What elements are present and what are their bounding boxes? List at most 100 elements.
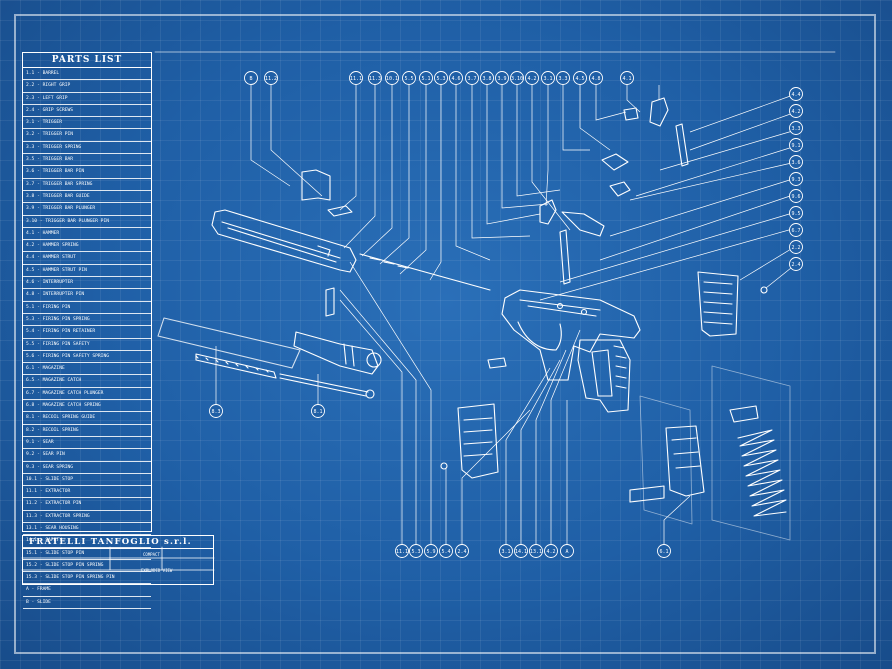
slide-part xyxy=(211,209,357,273)
magazine-floor-part xyxy=(629,485,665,503)
parts-list-item: 15.3 - SLIDE STOP PIN SPRING PIN xyxy=(23,572,151,585)
callout-bottom: 4.2 xyxy=(544,544,558,558)
callout-circle xyxy=(789,257,803,271)
callout-label: 6.7 xyxy=(791,228,800,234)
callout-circle xyxy=(789,206,803,220)
callout-top: 5.5 xyxy=(402,71,416,85)
magazine-spring-part xyxy=(737,429,787,517)
callout-circle xyxy=(349,71,363,85)
callout-right: 3.3 xyxy=(789,121,803,135)
callout-bottom: 5.9 xyxy=(424,544,438,558)
callout-label: 14.1 xyxy=(515,549,527,555)
callout-label: 2.2 xyxy=(791,245,800,251)
callout-circle xyxy=(525,71,539,85)
callout-bottom: 5.3 xyxy=(409,544,423,558)
callout-circle xyxy=(789,104,803,118)
parts-list-item: 3.8 - TRIGGER BAR GUIDE xyxy=(23,191,151,204)
magazine-part xyxy=(665,425,705,497)
callout-right: 9.6 xyxy=(789,189,803,203)
callout-right: 9.3 xyxy=(789,172,803,186)
callout-circle xyxy=(244,71,258,85)
callout-top: 3.1 xyxy=(541,71,555,85)
callout-circle xyxy=(589,71,603,85)
callout-label: 4.1 xyxy=(622,76,631,82)
callout-top: 10.1 xyxy=(385,71,399,85)
callout-circle xyxy=(544,544,558,558)
parts-list-item: 4.8 - INTERRUPTER PIN xyxy=(23,289,151,302)
callout-bottom: 13.1 xyxy=(529,544,543,558)
callout-label: 2.4 xyxy=(457,549,466,555)
callout-label: 9.1 xyxy=(791,143,800,149)
callout-bottom: 2.4 xyxy=(455,544,469,558)
callout-top: 3.10 xyxy=(510,71,524,85)
firing-pin-part xyxy=(359,253,491,291)
callout-top: 3.3 xyxy=(556,71,570,85)
parts-list-item: 9.3 - SEAR SPRING xyxy=(23,462,151,474)
spring-plane xyxy=(711,365,791,541)
callout-bottom: A xyxy=(560,544,574,558)
extractor-part xyxy=(327,205,353,217)
callout-right: 3.6 xyxy=(789,155,803,169)
frame-part xyxy=(501,289,641,381)
parts-list-item: 9.2 - SEAR PIN xyxy=(23,449,151,462)
callout-circle xyxy=(560,544,574,558)
callout-label: 4.2 xyxy=(546,549,555,555)
callout-label: 3.3 xyxy=(558,76,567,82)
recoil-spring-part xyxy=(157,317,301,369)
parts-list-item: 8.2 - RECOIL SPRING xyxy=(23,425,151,437)
callout-right: 4.4 xyxy=(789,87,803,101)
guide-rod-part xyxy=(279,373,369,397)
parts-list-item: 5.6 - FIRING PIN SAFETY SPRING xyxy=(23,351,151,364)
callout-top: 3.7 xyxy=(465,71,479,85)
callout-label: 3.1 xyxy=(501,549,510,555)
parts-list-item: 3.3 - TRIGGER SPRING xyxy=(23,142,151,155)
callout-label: 8.3 xyxy=(211,409,220,415)
callout-circle xyxy=(620,71,634,85)
callout-bottom: 3.1 xyxy=(499,544,513,558)
callout-bottom: 11.1 xyxy=(395,544,409,558)
callout-circle xyxy=(465,71,479,85)
callout-circle xyxy=(510,71,524,85)
recoil-guide-part xyxy=(195,353,277,379)
parts-list-item: 11.2 - EXTRACTOR PIN xyxy=(23,498,151,511)
sear-spring-part xyxy=(559,229,571,285)
callout-circle xyxy=(789,240,803,254)
parts-list-item: 1.1 - BARREL xyxy=(23,68,151,81)
callout-circle xyxy=(541,71,555,85)
parts-list-item: 14.1 - SAFETY xyxy=(23,535,151,548)
callout-label: 6.1 xyxy=(659,549,668,555)
barrel-part xyxy=(293,331,382,375)
callout-label: 3.9 xyxy=(497,76,506,82)
callout-right: 6.7 xyxy=(789,223,803,237)
callout-circle xyxy=(402,71,416,85)
callout-label: 4.4 xyxy=(791,92,800,98)
callout-label: 4.2 xyxy=(527,76,536,82)
callout-right: 9.1 xyxy=(789,138,803,152)
callout-circle xyxy=(573,71,587,85)
callout-top: 4.6 xyxy=(449,71,463,85)
parts-list-item: 13.1 - SEAR HOUSING xyxy=(23,523,151,536)
callout-circle xyxy=(434,71,448,85)
callout-top: 11.1 xyxy=(349,71,363,85)
callout-circle xyxy=(556,71,570,85)
side-plate-part xyxy=(301,169,331,201)
parts-list-item: 4.4 - HAMMER STRUT xyxy=(23,252,151,265)
callout-circle xyxy=(385,71,399,85)
callout-label: 9.5 xyxy=(791,211,800,217)
parts-list-item: 3.1 - TRIGGER xyxy=(23,117,151,130)
frame-grip-part xyxy=(577,339,631,413)
parts-list-item: 3.7 - TRIGGER BAR SPRING xyxy=(23,179,151,191)
callout-top: 3.9 xyxy=(495,71,509,85)
right-grip-part xyxy=(697,271,739,337)
callout-label: 4.5 xyxy=(575,76,584,82)
parts-list-item: 4.6 - INTERRUPTER xyxy=(23,277,151,290)
callout-right: 2.2 xyxy=(789,240,803,254)
parts-list-item: 5.3 - FIRING PIN SPRING xyxy=(23,314,151,327)
parts-list-item: B - SLIDE xyxy=(23,597,151,610)
parts-list-item: 15.2 - SLIDE STOP PIN SPRING xyxy=(23,560,151,573)
parts-list-item: A - FRAME xyxy=(23,584,151,597)
callout-label: 3.10 xyxy=(511,76,523,82)
